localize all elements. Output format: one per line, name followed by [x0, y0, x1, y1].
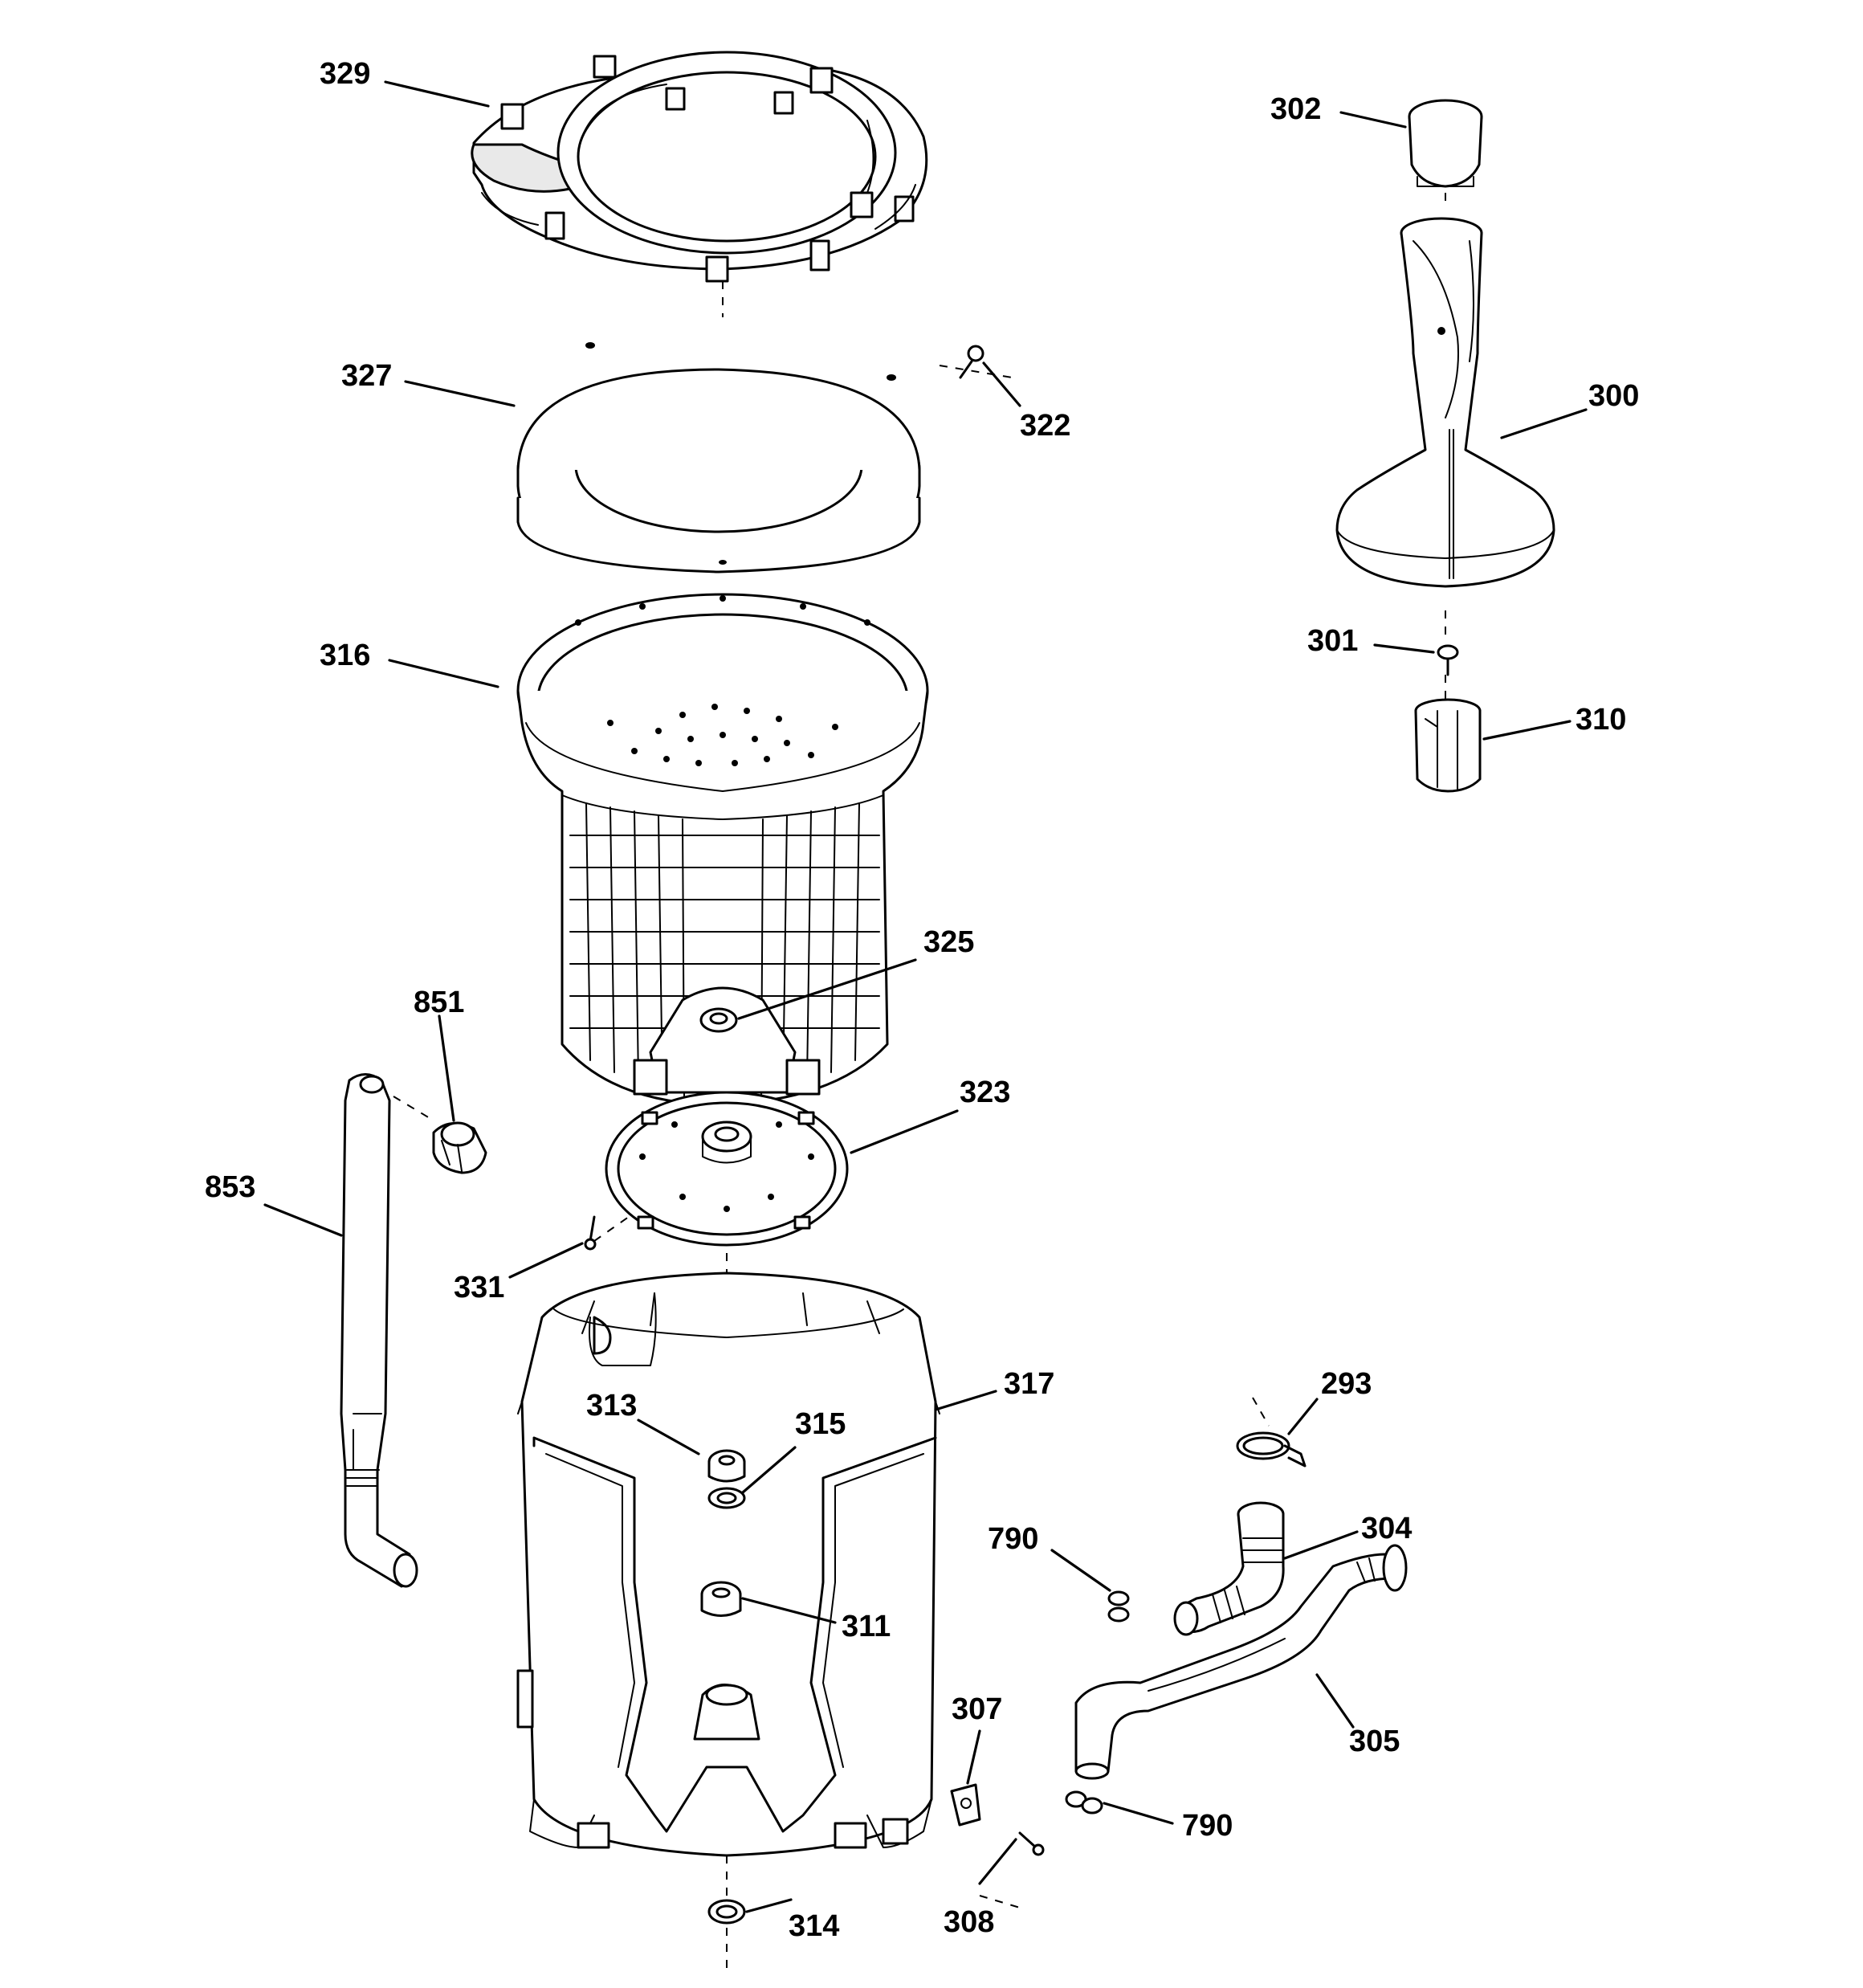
basket-holes — [575, 595, 870, 766]
washer-314 — [707, 1899, 746, 1925]
label-305: 305 — [1349, 1725, 1400, 1758]
label-304: 304 — [1361, 1512, 1412, 1545]
screw-322 — [959, 345, 984, 379]
clamp-790a — [1107, 1590, 1130, 1623]
balance-ring-327 — [516, 342, 921, 574]
label-301: 301 — [1307, 624, 1358, 658]
label-329: 329 — [320, 57, 370, 91]
agitator-cap-302 — [1408, 99, 1483, 188]
label-790b: 790 — [1182, 1809, 1233, 1843]
washer-315 — [707, 1487, 746, 1509]
label-311: 311 — [842, 1610, 891, 1643]
label-307: 307 — [952, 1692, 1002, 1726]
label-322: 322 — [1020, 409, 1070, 443]
label-315: 315 — [795, 1407, 846, 1441]
agitator-300 — [1335, 217, 1555, 588]
screw-308 — [1018, 1831, 1045, 1856]
basket-grid — [569, 802, 880, 1097]
top-cover-ring-329 — [471, 51, 928, 283]
drain-hose-305 — [1074, 1544, 1408, 1780]
leader-lines — [263, 80, 1588, 1913]
hose-304 — [1173, 1501, 1285, 1636]
label-308: 308 — [944, 1905, 994, 1939]
label-851: 851 — [414, 986, 464, 1019]
wash-basket-316 — [516, 593, 929, 1106]
coupling-310 — [1414, 698, 1482, 793]
clip-307 — [950, 1783, 981, 1827]
screw-331 — [584, 1215, 597, 1251]
label-293: 293 — [1321, 1367, 1372, 1401]
hub-plate-323 — [605, 1091, 849, 1247]
nut-313 — [707, 1449, 746, 1483]
label-323: 323 — [960, 1076, 1010, 1109]
part-labels: 329 327 322 316 325 851 853 323 331 317 … — [205, 57, 1639, 1943]
screw-301 — [1437, 644, 1459, 676]
label-300: 300 — [1588, 379, 1639, 413]
label-331: 331 — [454, 1271, 504, 1304]
label-310: 310 — [1576, 703, 1626, 737]
label-313: 313 — [586, 1389, 637, 1423]
label-325: 325 — [923, 925, 974, 959]
label-316: 316 — [320, 639, 370, 672]
nut-311 — [700, 1581, 742, 1617]
outer-tub-317 — [516, 1272, 940, 1857]
clamp-293 — [1236, 1431, 1307, 1468]
label-317: 317 — [1004, 1367, 1054, 1401]
label-302: 302 — [1270, 92, 1321, 126]
cap-851 — [432, 1121, 487, 1174]
label-790a: 790 — [988, 1522, 1038, 1556]
clamp-790b — [1065, 1790, 1103, 1815]
label-327: 327 — [341, 359, 392, 393]
label-853: 853 — [205, 1170, 255, 1204]
rod-853 — [340, 1073, 418, 1588]
label-314: 314 — [789, 1909, 839, 1943]
